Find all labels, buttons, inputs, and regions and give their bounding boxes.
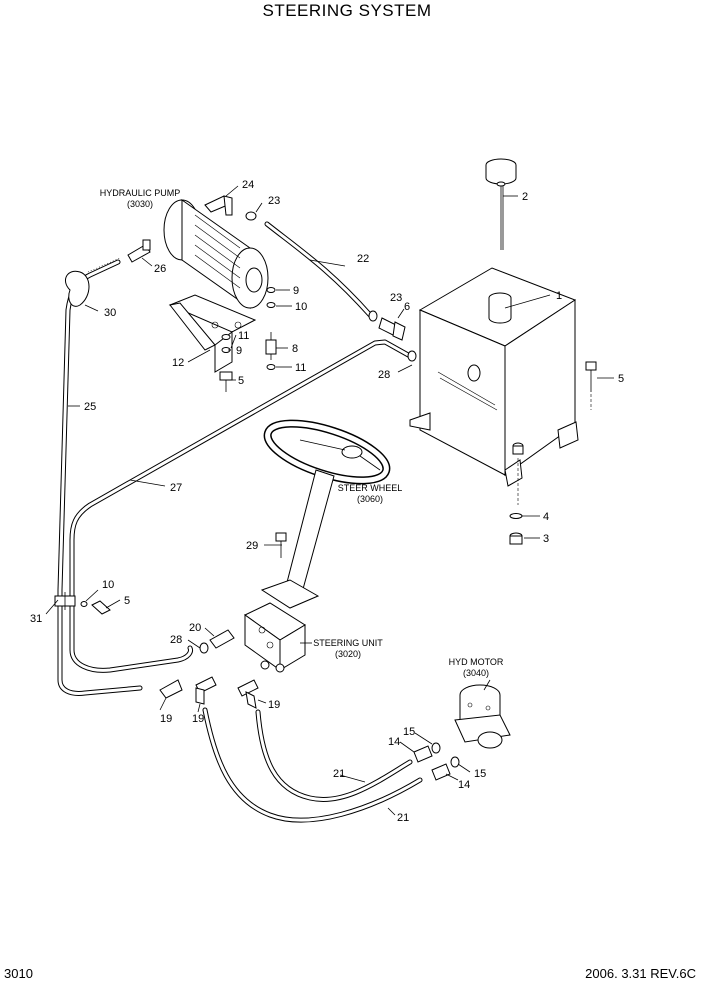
- callout-8: 8: [292, 343, 298, 355]
- callout-10-pump: 10: [295, 301, 307, 313]
- steering-column: [260, 469, 335, 609]
- callout-15-upper: 15: [403, 726, 415, 738]
- callout-11-left: 11: [238, 330, 249, 342]
- drain-plug: [509, 442, 524, 545]
- callout-30: 30: [104, 307, 116, 319]
- callout-27: 27: [170, 482, 182, 494]
- callout-10-clamp: 10: [102, 579, 114, 591]
- callout-5-bracket: 5: [238, 375, 244, 387]
- callout-31: 31: [30, 613, 42, 625]
- revision-date: 2006. 3.31 REV.6C: [585, 966, 696, 981]
- motor-fitting-14b: [431, 763, 451, 781]
- steer-wheel-ref: (3060): [357, 494, 383, 504]
- unit-o-ring: [199, 642, 209, 654]
- callout-21-lower: 21: [397, 812, 409, 824]
- callout-28-unit: 28: [170, 634, 182, 646]
- callout-6: 6: [404, 301, 410, 313]
- callout-5-tank: 5: [618, 373, 624, 385]
- hose-21-lower: [202, 707, 423, 823]
- pump-connector: [127, 239, 151, 263]
- tank-bolt: [585, 361, 597, 410]
- callout-23-tank: 23: [390, 292, 402, 304]
- callout-23-pump: 23: [268, 195, 280, 207]
- hydraulic-pump-label: HYDRAULIC PUMP: [100, 188, 181, 198]
- motor-fitting-14a: [413, 745, 433, 763]
- steering-unit: [244, 602, 306, 673]
- callout-24: 24: [242, 179, 254, 191]
- callout-1: 1: [556, 290, 562, 302]
- page-number: 3010: [4, 966, 33, 981]
- steering-unit-label: STEERING UNIT: [313, 638, 383, 648]
- return-o-ring: [407, 350, 417, 362]
- callout-20: 20: [189, 622, 201, 634]
- callout-12: 12: [172, 357, 184, 369]
- callout-5-clamp: 5: [124, 595, 130, 607]
- leader-lines: [45, 185, 614, 816]
- callout-9-right: 9: [293, 285, 299, 297]
- callout-15-lower: 15: [474, 768, 486, 780]
- motor-o-ring-15a: [431, 742, 441, 754]
- hydraulic-tank: [409, 267, 579, 487]
- hyd-motor-label: HYD MOTOR: [449, 657, 504, 667]
- column-bolt: [275, 532, 287, 558]
- pipe-clamp-31: [54, 592, 76, 610]
- callout-11-right: 11: [295, 362, 306, 374]
- callout-2: 2: [522, 191, 528, 203]
- unit-fitting-20: [209, 629, 235, 649]
- callout-3: 3: [543, 533, 549, 545]
- tank-cap: [485, 158, 517, 250]
- steer-wheel-label: STEER WHEEL: [338, 483, 403, 493]
- pump-o-ring: [245, 211, 257, 221]
- hyd-motor-ref: (3040): [463, 668, 489, 678]
- rubber-mount-right: [265, 287, 277, 370]
- rubber-mount-left: [219, 334, 233, 392]
- callout-14-lower: 14: [458, 779, 470, 791]
- steering-unit-ref: (3020): [335, 649, 361, 659]
- motor-o-ring-15b: [450, 756, 460, 768]
- callout-21-upper: 21: [333, 768, 345, 780]
- callout-29: 29: [246, 540, 258, 552]
- callout-19-right: 19: [268, 699, 280, 711]
- callout-22: 22: [357, 253, 369, 265]
- hydraulic-pump-ref: (3030): [127, 199, 153, 209]
- callouts: 1 2 3 4 5 5 5 6 8 9 9 10 10 11 11 12 14 …: [30, 179, 624, 824]
- tank-o-ring: [368, 310, 378, 322]
- page-title: STEERING SYSTEM: [262, 1, 431, 20]
- callout-14-upper: 14: [388, 736, 400, 748]
- callout-25: 25: [84, 401, 96, 413]
- callout-28-tank: 28: [378, 369, 390, 381]
- callout-4: 4: [543, 511, 549, 523]
- elbow-19-right: [237, 679, 259, 709]
- hose-clamp-30: [65, 270, 90, 307]
- callout-19-left: 19: [160, 713, 172, 725]
- hose-21-upper: [255, 709, 413, 802]
- elbow-19-mid: [195, 676, 217, 705]
- tank-connector: [378, 317, 406, 341]
- hydraulic-pump: [163, 199, 269, 309]
- elbow-19-left: [159, 679, 183, 699]
- return-pipe-27: [69, 339, 413, 673]
- callout-19-mid: 19: [192, 713, 204, 725]
- callout-26: 26: [154, 263, 166, 275]
- clamp-bolt: [80, 600, 111, 615]
- callout-9-left: 9: [236, 345, 242, 357]
- hyd-motor: [454, 684, 511, 749]
- pump-elbow-fitting: [204, 195, 233, 216]
